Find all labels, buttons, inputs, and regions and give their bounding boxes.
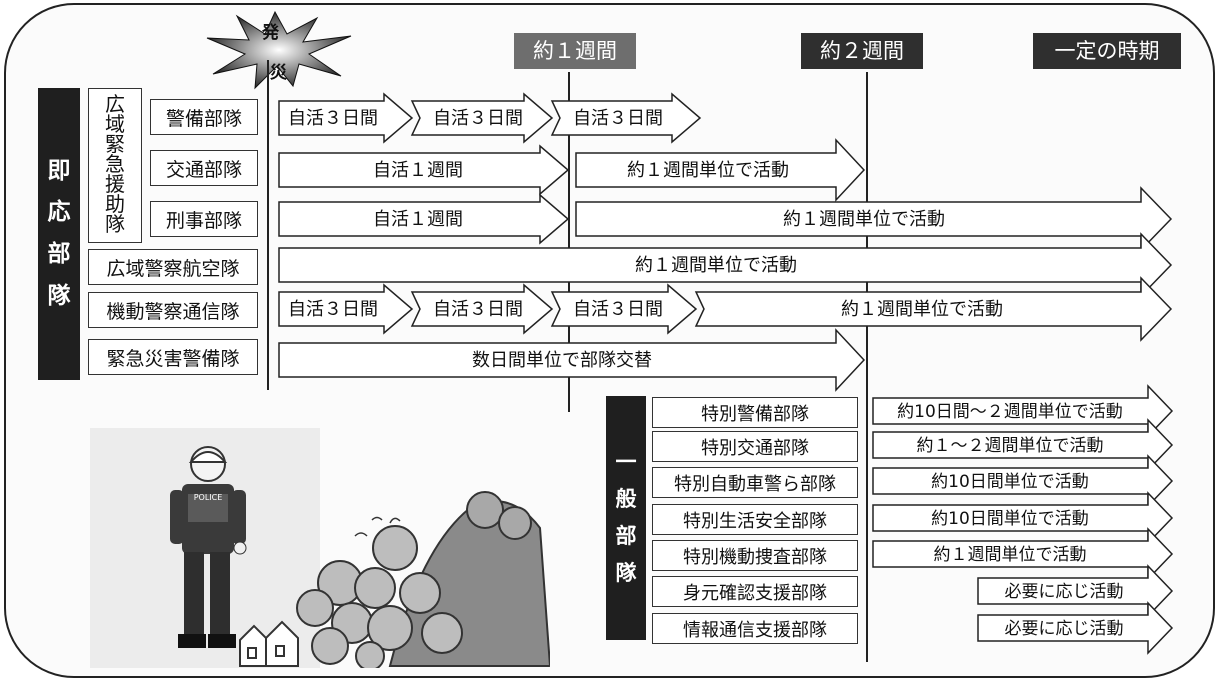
arrow-approx-1week-unit [278,232,1173,298]
general-char: 般 [615,486,637,511]
arrow-g-as-needed [977,564,1174,618]
disaster-label-2: 災 [270,63,287,83]
label-self-3days: 自活３日間 [573,299,663,320]
arrow-g-1-2weeks [872,418,1174,472]
arrow-g-10days [872,454,1174,508]
unit-criminal: 刑事部隊 [150,201,258,237]
arrow-g-10days-2weeks [872,384,1174,438]
unit-traffic: 交通部隊 [150,150,258,186]
wide-area-emergency-group [88,88,142,243]
police-badge-text: POLICE [194,493,223,502]
arrow-g-as-needed-2 [977,601,1174,655]
arrow-approx-1week-unit [575,186,1173,252]
general-char: 一 [615,449,637,474]
gunit-special-life-safety: 特別生活安全部隊 [652,504,858,535]
general-units-label: 一 般 部 隊 [606,396,646,640]
label-g-1-2weeks: 約１～２週間単位で活動 [917,436,1104,456]
label-g-10days: 約10日間単位で活動 [931,472,1089,492]
immediate-char: 即 [47,157,71,184]
arrow-self-1week [278,193,570,245]
label-self-3days: 自活３日間 [573,108,663,129]
label-self-3days: 自活３日間 [433,299,523,320]
landslide-illustration: POLICE [90,428,550,668]
general-char: 部 [615,524,637,548]
arrow-self-3days [278,283,414,335]
wide-area-emergency-label: 広 域 緊 急 援 助 隊 [105,92,125,236]
gunit-info-comm-support: 情報通信支援部隊 [652,613,858,644]
header-approx-2-weeks: 約２週間 [801,33,923,69]
landslide-rocks [296,491,550,668]
label-approx-1week-unit: 約１週間単位で活動 [783,209,945,230]
general-char: 隊 [615,561,637,586]
label-approx-1week-unit: 約１週間単位で活動 [627,160,789,181]
header-approx-1-week: 約１週間 [514,33,636,69]
immediate-char: 部 [47,241,71,267]
timeline-start-line [267,60,269,390]
arrow-self-3days [410,92,554,144]
label-approx-1week-unit: 約１週間単位で活動 [635,255,797,276]
immediate-units-label: 即 応 部 隊 [38,88,80,380]
arrow-self-3days [278,92,414,144]
header-fixed-period: 一定の時期 [1033,33,1181,69]
arrow-self-3days [410,283,554,335]
timeline-2-weeks-line [866,72,868,662]
immediate-char: 隊 [47,282,71,309]
label-self-3days: 自活３日間 [288,299,378,320]
gunit-special-traffic: 特別交通部隊 [652,431,858,462]
arrow-self-3days [550,92,702,144]
arrow-approx-1week-unit [694,276,1173,342]
label-self-3days: 自活３日間 [433,108,523,129]
label-self-1week: 自活１週間 [373,160,463,181]
unit-aviation: 広域警察航空隊 [88,249,258,285]
immediate-char: 応 [47,199,71,226]
label-g-10days: 約10日間単位で活動 [931,509,1089,529]
arrow-few-days-swap [278,328,866,392]
police-officer-figure: POLICE [170,446,247,648]
arrow-self-1week [278,144,570,196]
arrow-approx-1week-unit [575,138,866,202]
gunit-special-patrol: 特別自動車警ら部隊 [652,467,858,498]
label-g-1week: 約１週間単位で活動 [934,545,1087,565]
unit-disaster-security: 緊急災害警備隊 [88,339,258,375]
label-g-10days-2weeks: 約10日間～２週間単位で活動 [897,402,1123,422]
disaster-label-1: 発 [262,23,279,43]
label-few-days-swap: 数日間単位で部隊交替 [472,350,652,371]
label-g-as-needed: 必要に応じ活動 [1005,582,1124,602]
arrow-g-10days-2 [872,491,1174,545]
label-approx-1week-unit: 約１週間単位で活動 [841,299,1003,320]
arrow-g-1week [872,527,1174,581]
label-g-as-needed: 必要に応じ活動 [1005,619,1124,639]
unit-security: 警備部隊 [150,99,258,135]
house-icons [239,620,299,667]
timeline-1-week-line [568,72,570,412]
debris-marks [354,516,401,537]
gunit-special-mobile-investigation: 特別機動捜査部隊 [652,540,858,571]
gunit-special-security: 特別警備部隊 [652,397,858,428]
explosion-icon [206,10,352,90]
label-self-1week: 自活１週間 [373,209,463,230]
arrow-self-3days [550,283,698,335]
unit-communication: 機動警察通信隊 [88,292,258,328]
label-self-3days: 自活３日間 [288,108,378,129]
gunit-identity-support: 身元確認支援部隊 [652,576,858,607]
